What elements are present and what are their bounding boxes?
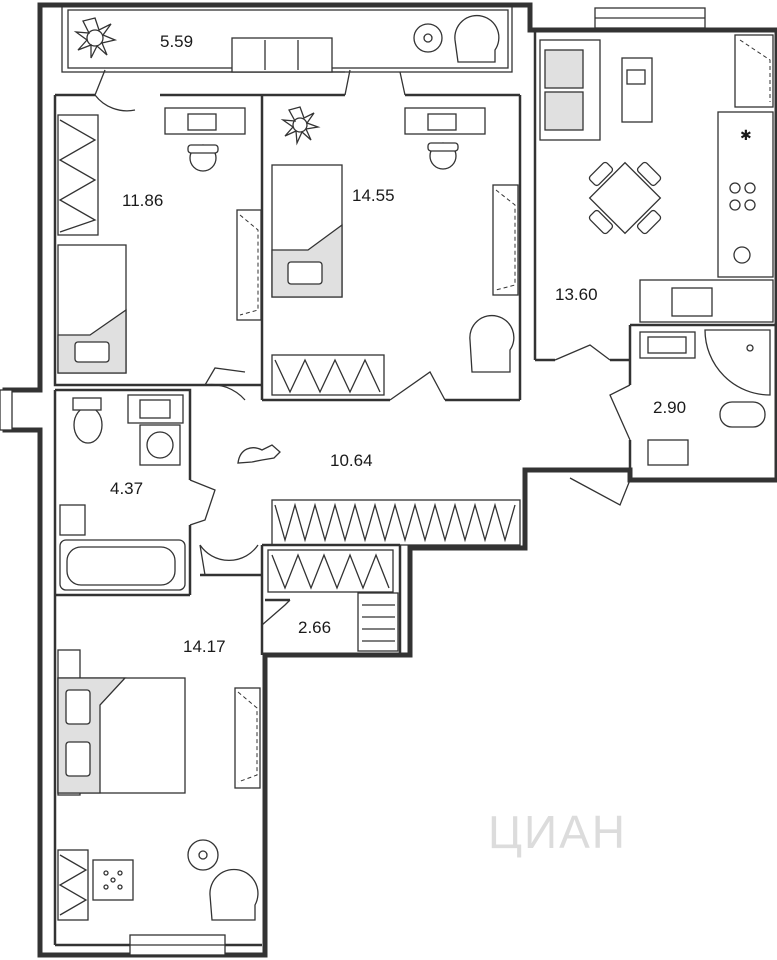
pillow-icon — [65, 741, 91, 777]
side-table-icon — [621, 57, 653, 123]
armchair-icon — [469, 314, 515, 373]
toilet-icon — [73, 406, 103, 444]
sink-icon — [733, 246, 751, 264]
watermark-text: ЦИАН — [488, 806, 627, 858]
laptop-icon — [427, 113, 457, 131]
interior-walls — [53, 30, 777, 947]
room-area-closet: 2.66 — [298, 618, 331, 637]
kitchen-furniture: ✱ — [539, 34, 774, 323]
bathtub-icon — [59, 539, 186, 591]
dresser-icon — [57, 849, 89, 921]
plant-icon — [73, 17, 118, 59]
pillow-icon — [74, 341, 110, 363]
wardrobe-icon — [274, 502, 516, 543]
bedroom-2-furniture — [271, 106, 519, 396]
nightstand-icon — [92, 859, 134, 901]
room-area-bedroom-1: 11.86 — [122, 191, 163, 210]
pillow-icon — [287, 261, 323, 285]
bathroom-1-furniture — [59, 394, 186, 591]
balcony-armchair-icon — [454, 14, 500, 63]
tv-stand-icon — [236, 209, 262, 321]
tv-stand-icon — [492, 184, 519, 296]
room-area-bathroom-2: 2.90 — [653, 398, 686, 417]
bedroom-3-furniture — [57, 649, 261, 921]
windows — [129, 7, 706, 956]
ventilation-shaft — [0, 389, 13, 431]
room-area-hallway: 10.64 — [330, 451, 373, 470]
pillow-icon — [65, 689, 91, 725]
hallway-furniture — [237, 444, 516, 652]
toilet-icon — [719, 401, 766, 428]
balcony-sofa-icon — [231, 37, 333, 73]
room-area-bedroom-2: 14.55 — [352, 186, 395, 205]
doors — [94, 69, 631, 626]
round-table-icon — [187, 839, 219, 871]
cat-icon — [237, 444, 281, 464]
laptop-icon — [187, 113, 217, 131]
bathroom-2-furniture — [639, 329, 771, 466]
armchair-icon — [209, 868, 259, 921]
room-area-kitchen: 13.60 — [555, 285, 598, 304]
stove-burner-icon — [729, 182, 741, 194]
room-area-bathroom-1: 4.37 — [110, 479, 143, 498]
kitchen-counter-icon — [717, 111, 774, 278]
bedroom-1-furniture — [57, 107, 262, 374]
svg-text:✱: ✱ — [740, 127, 752, 143]
shower-icon — [704, 329, 771, 396]
washbasin-icon — [647, 439, 689, 466]
wardrobe-icon — [57, 114, 99, 236]
room-area-balcony: 5.59 — [160, 32, 193, 51]
balcony — [61, 4, 513, 73]
washbasin-icon — [59, 504, 86, 536]
tv-stand-icon — [234, 687, 261, 789]
plant-icon — [280, 106, 321, 146]
room-area-bedroom-3: 14.17 — [183, 637, 226, 656]
washing-machine-icon — [139, 424, 181, 466]
cabinet-icon — [734, 34, 774, 108]
closet-shelf-icon — [357, 592, 399, 652]
dining-table-icon — [588, 161, 662, 235]
balcony-table-icon — [413, 23, 443, 53]
